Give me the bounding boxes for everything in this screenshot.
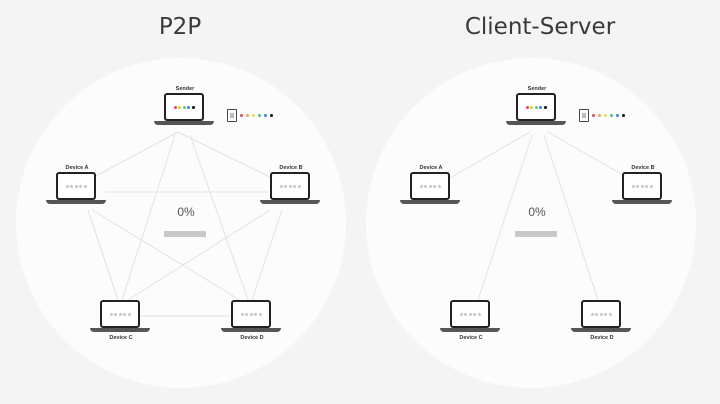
p2p-panel: P2P Sender Device A Device B Device C De… bbox=[42, 14, 326, 342]
sender-node: Sender bbox=[502, 85, 572, 127]
laptop-icon bbox=[42, 172, 112, 206]
laptop-icon bbox=[150, 93, 220, 127]
document-icon bbox=[579, 109, 589, 122]
device-d-node: Device D bbox=[567, 300, 637, 342]
device-b-label: Device B bbox=[279, 165, 303, 171]
device-c-node: Device C bbox=[86, 300, 156, 342]
device-d-node: Device D bbox=[217, 300, 287, 342]
device-b-node: Device B bbox=[608, 164, 678, 206]
progress-bar bbox=[515, 231, 557, 237]
sender-node: Sender bbox=[150, 85, 220, 127]
device-b-label: Device B bbox=[631, 165, 655, 171]
file-chunks bbox=[227, 109, 273, 122]
device-a-node: Device A bbox=[396, 164, 466, 206]
file-chunks bbox=[579, 109, 625, 122]
client-server-title: Client-Server bbox=[464, 14, 616, 40]
laptop-icon bbox=[567, 300, 637, 334]
client-server-star-links bbox=[449, 131, 629, 301]
laptop-icon bbox=[502, 93, 572, 127]
progress-percent: 0% bbox=[528, 205, 546, 219]
sender-screen bbox=[164, 93, 204, 121]
device-a-label: Device A bbox=[419, 165, 443, 171]
sender-screen bbox=[516, 93, 556, 121]
device-a-node: Device A bbox=[42, 164, 112, 206]
p2p-title: P2P bbox=[158, 14, 202, 40]
device-d-label: Device D bbox=[240, 335, 264, 341]
client-server-panel: Client-Server Sender Device A Device B D… bbox=[360, 0, 720, 404]
p2p-mesh-links bbox=[87, 131, 283, 317]
device-b-node: Device B bbox=[256, 164, 326, 206]
device-c-label: Device C bbox=[459, 335, 483, 341]
device-c-label: Device C bbox=[109, 335, 133, 341]
laptop-icon bbox=[217, 300, 287, 334]
progress-bar bbox=[164, 231, 206, 237]
laptop-icon bbox=[86, 300, 156, 334]
device-d-label: Device D bbox=[590, 335, 614, 341]
device-c-node: Device C bbox=[436, 300, 506, 342]
progress-percent: 0% bbox=[177, 205, 195, 219]
laptop-icon bbox=[436, 300, 506, 334]
sender-label: Sender bbox=[175, 86, 195, 92]
laptop-icon bbox=[256, 172, 326, 206]
device-a-label: Device A bbox=[65, 165, 89, 171]
sender-label: Sender bbox=[527, 86, 547, 92]
document-icon bbox=[227, 109, 237, 122]
laptop-icon bbox=[608, 172, 678, 206]
laptop-icon bbox=[396, 172, 466, 206]
